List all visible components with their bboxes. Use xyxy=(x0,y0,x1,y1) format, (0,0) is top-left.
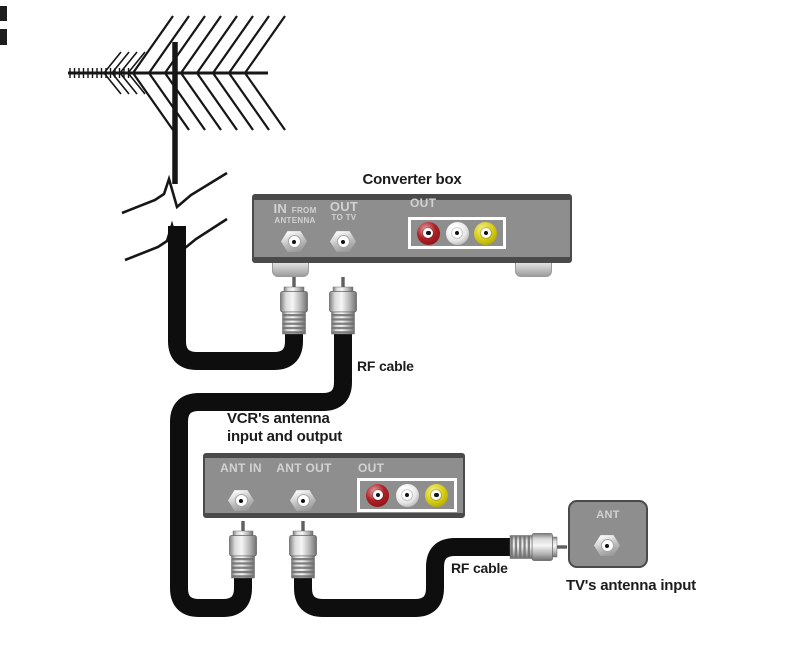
rca-inner xyxy=(423,228,434,238)
coax-center-pin xyxy=(292,239,296,244)
rca-jack-yellow xyxy=(424,483,448,507)
f-connector-icon xyxy=(229,520,257,579)
coax-center-pin xyxy=(239,498,243,503)
rca-center xyxy=(483,230,488,236)
vcr-caption-line2: input and output xyxy=(227,428,343,445)
to-tv-label: TO TV xyxy=(331,213,357,223)
coax-port-icon xyxy=(594,534,620,557)
coax-ring xyxy=(296,494,310,507)
rca-inner xyxy=(480,228,491,238)
rca-jack-white xyxy=(445,221,469,245)
coax-port-icon xyxy=(281,230,307,253)
converter-box-foot xyxy=(272,263,309,277)
coax-ring xyxy=(287,235,301,248)
vcr-caption: VCR's antenna input and output xyxy=(227,410,342,446)
coax-center-pin xyxy=(605,543,609,548)
tv-ant-label: ANT xyxy=(596,509,620,521)
rca-inner xyxy=(452,228,462,238)
rca-inner xyxy=(431,490,442,500)
rca-center xyxy=(434,492,439,498)
vcr-to-tv-cable xyxy=(294,538,512,617)
converter-in-from-antenna-label: IN FROM ANTENNA xyxy=(263,200,327,226)
tv-antenna-input-box xyxy=(568,500,648,568)
vcr-av-panel xyxy=(357,478,457,512)
vcr-ant-in-label: ANT IN xyxy=(220,461,262,475)
converter-av-panel xyxy=(408,217,506,249)
rca-jack-red xyxy=(416,221,440,245)
vcr-caption-line1: VCR's antenna xyxy=(227,410,330,427)
f-connector-icon xyxy=(280,276,308,335)
rca-inner xyxy=(402,490,412,500)
rf-cable-label-bottom: RF cable xyxy=(451,560,508,576)
rf-cable-label-top: RF cable xyxy=(357,358,414,374)
f-connector-icon xyxy=(289,520,317,579)
edge-artifact xyxy=(0,29,7,45)
converter-box-title: Converter box xyxy=(362,171,462,188)
converter-box xyxy=(252,194,572,263)
rca-center xyxy=(375,492,380,498)
rca-jack-yellow xyxy=(474,221,498,245)
f-connector-icon xyxy=(509,533,568,561)
rca-inner xyxy=(372,490,383,500)
converter-out-to-tv-label: OUT TO TV xyxy=(316,199,372,223)
edge-artifact xyxy=(0,6,7,21)
rca-center xyxy=(426,230,431,236)
f-connector-icon xyxy=(329,276,357,335)
rca-center xyxy=(454,230,460,236)
in-label: IN xyxy=(273,201,288,216)
tv-caption: TV's antenna input xyxy=(566,577,696,594)
coax-center-pin xyxy=(341,239,345,244)
from-label: FROM xyxy=(291,206,317,215)
coax-port-icon xyxy=(330,230,356,253)
coax-port-icon xyxy=(228,489,254,512)
rca-jack-white xyxy=(395,483,419,507)
vcr-av-out-label: OUT xyxy=(358,461,385,475)
cable-break-icon xyxy=(121,171,228,262)
coax-ring xyxy=(336,235,350,248)
coax-center-pin xyxy=(301,498,305,503)
converter-av-out-label: OUT xyxy=(410,196,437,210)
coax-port-icon xyxy=(290,489,316,512)
converter-box-foot xyxy=(515,263,552,277)
rca-jack-red xyxy=(366,483,390,507)
tv-antenna-icon xyxy=(68,15,286,184)
out-label: OUT xyxy=(329,199,359,214)
rca-center xyxy=(404,492,410,498)
antenna-label: ANTENNA xyxy=(274,216,316,226)
vcr-ant-out-label: ANT OUT xyxy=(276,461,332,475)
coax-ring xyxy=(600,539,614,552)
coax-ring xyxy=(234,494,248,507)
